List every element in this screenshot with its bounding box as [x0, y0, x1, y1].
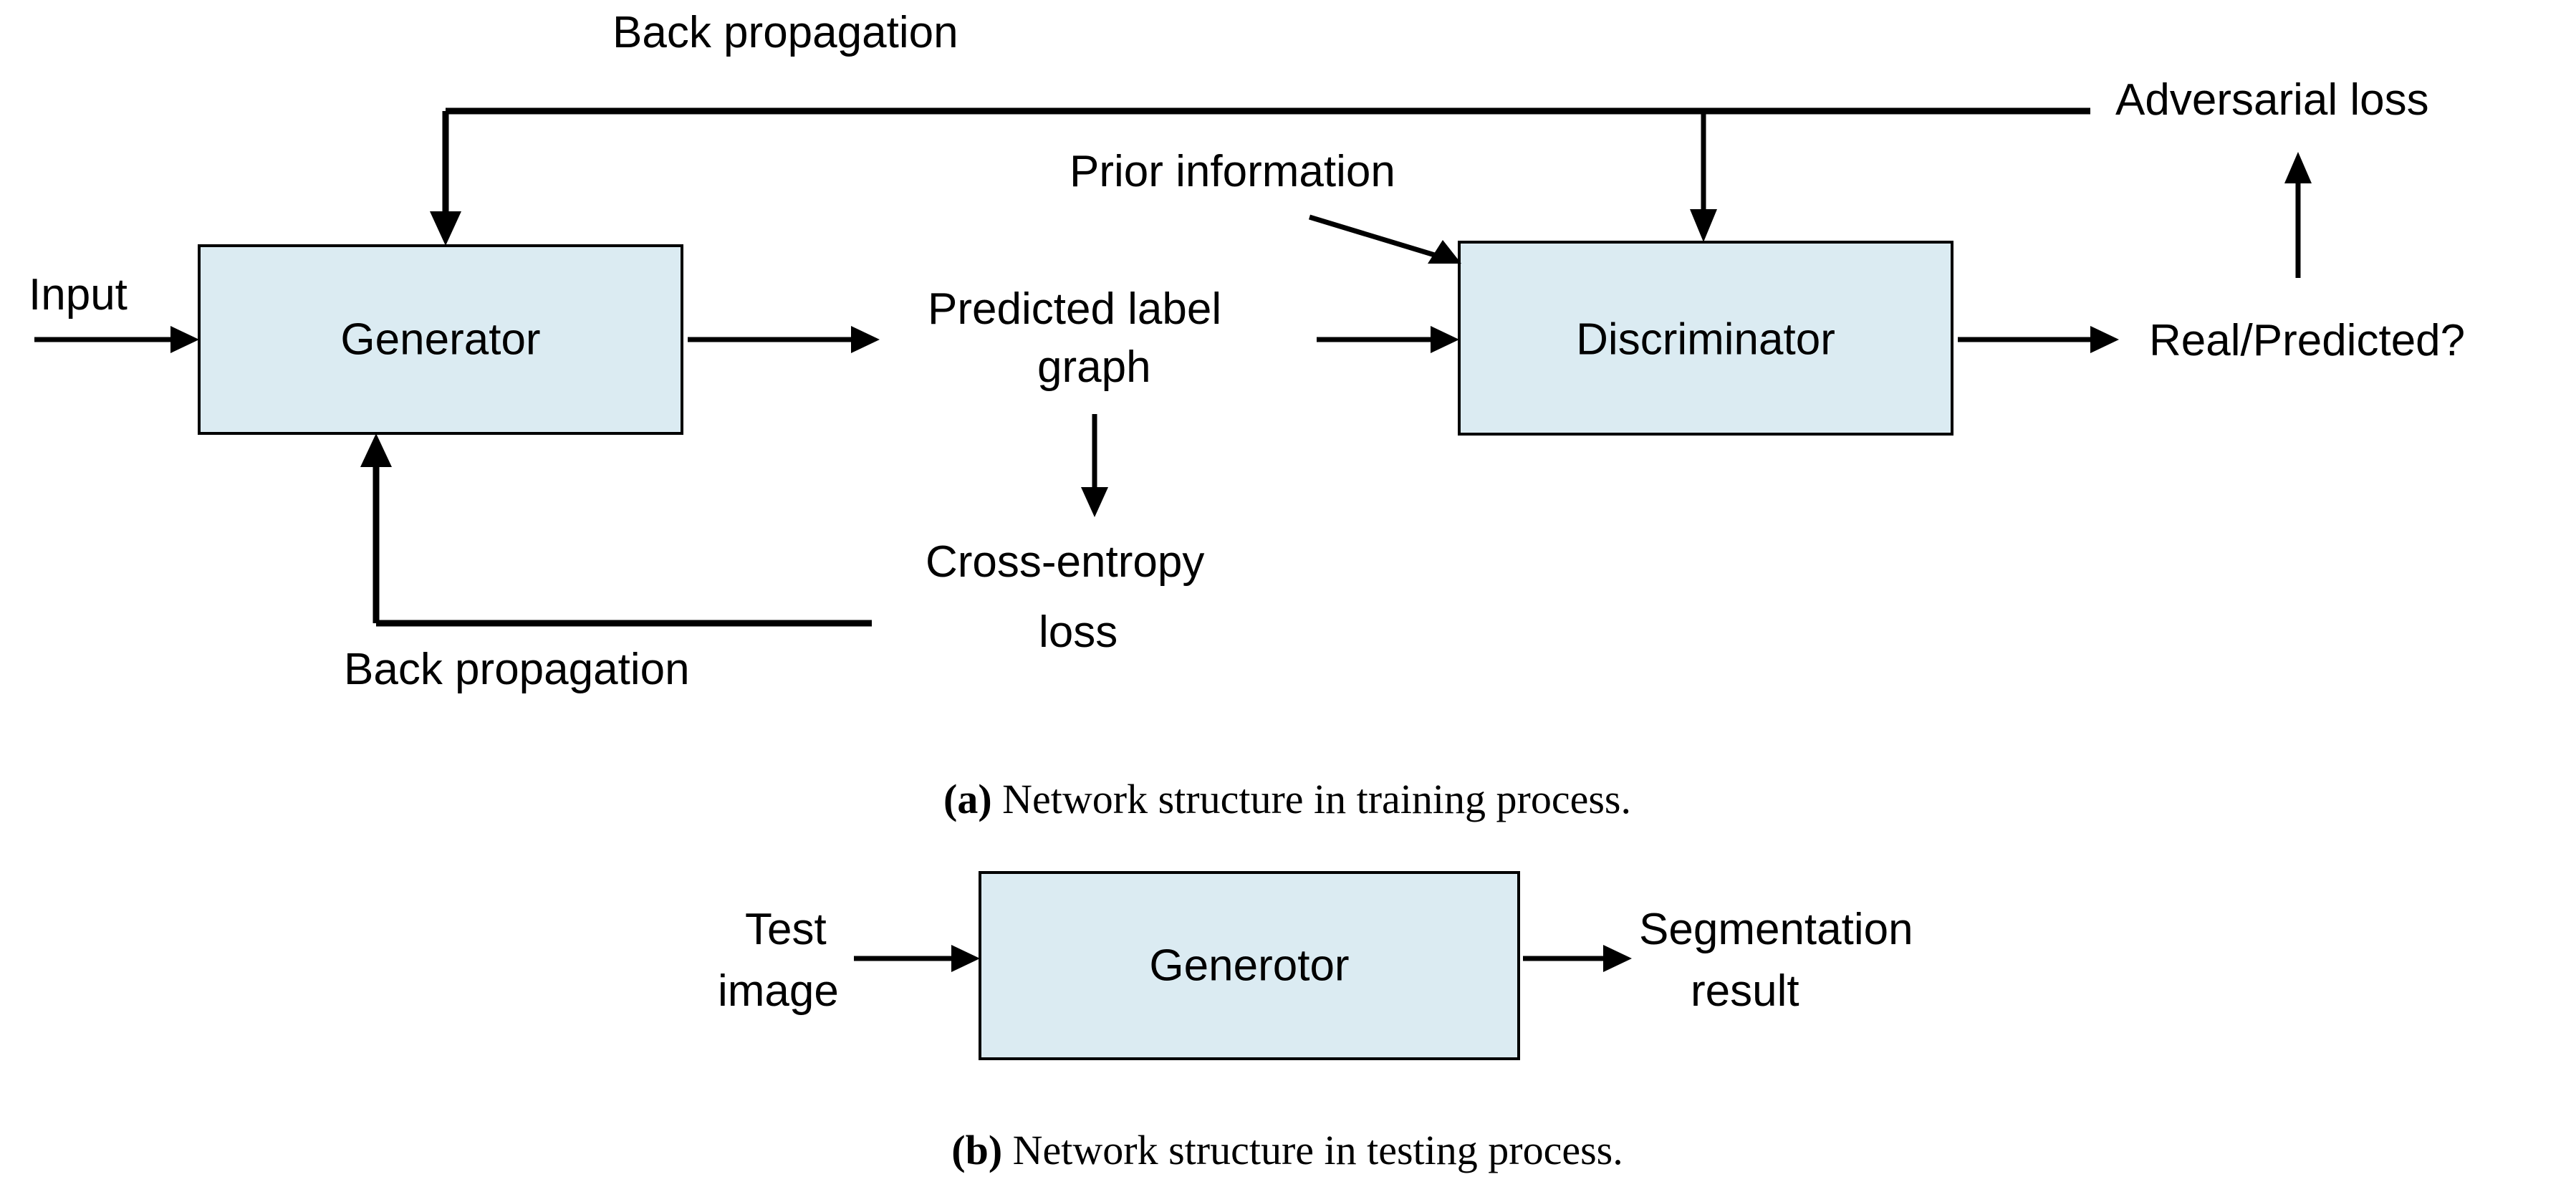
input-label: Input	[29, 270, 128, 319]
cross-entropy-line-1: Cross-entropy	[926, 537, 1204, 587]
discriminator-box	[1458, 241, 1953, 436]
generotor-node: Generotor	[979, 871, 1520, 1060]
back-propagation-top-label: Back propagation	[612, 8, 958, 57]
back-propagation-bottom-path	[360, 433, 872, 627]
generator-to-predicted-label-arrow	[688, 326, 880, 353]
prior-information-arrow	[1308, 214, 1461, 264]
adversarial-loss-label: Adversarial loss	[2115, 75, 2429, 125]
test-image-line-2: image	[718, 966, 839, 1016]
prior-information-label: Prior information	[1070, 147, 1395, 196]
predicted-label-line-1: Predicted label	[928, 284, 1221, 334]
cross-entropy-line-2: loss	[1039, 607, 1118, 657]
cross-entropy-loss-text: Cross-entropy loss	[926, 537, 1204, 657]
caption-b: (b) Network structure in testing process…	[951, 1127, 1623, 1173]
predicted-label-to-discriminator-arrow	[1317, 326, 1459, 353]
discriminator-node: Discriminator	[1458, 241, 1953, 436]
test-image-line-1: Test	[745, 905, 827, 954]
test-image-text: Test image	[718, 905, 839, 1016]
generotor-to-segmentation-arrow	[1523, 945, 1632, 972]
input-to-generator-arrow	[34, 326, 199, 353]
predicted-label-line-2: graph	[1037, 342, 1151, 392]
generotor-box	[979, 871, 1520, 1060]
generator-box	[198, 244, 683, 435]
segmentation-result-line-2: result	[1691, 966, 1799, 1016]
predicted-label-graph-text: Predicted label graph	[928, 284, 1221, 392]
generator-node: Generator	[198, 244, 683, 435]
caption-a-tag: (a)	[943, 776, 992, 822]
caption-a: (a) Network structure in training proces…	[943, 776, 1631, 822]
generator-label: Generator	[340, 314, 540, 364]
caption-b-text: Network structure in testing process.	[1002, 1127, 1623, 1173]
back-propagation-bottom-label: Back propagation	[344, 645, 690, 694]
adversarial-loss-arrow	[2284, 152, 2312, 278]
segmentation-result-text: Segmentation result	[1639, 905, 1913, 1016]
real-predicted-label: Real/Predicted?	[2149, 316, 2465, 365]
generotor-label: Generotor	[1149, 941, 1349, 990]
caption-a-text: Network structure in training process.	[992, 776, 1631, 822]
discriminator-label: Discriminator	[1576, 314, 1835, 364]
test-image-to-generotor-arrow	[854, 945, 980, 972]
caption-b-tag: (b)	[951, 1127, 1002, 1173]
predicted-label-to-cross-entropy-arrow	[1081, 414, 1108, 517]
segmentation-result-line-1: Segmentation	[1639, 905, 1913, 954]
discriminator-to-result-arrow	[1958, 326, 2119, 353]
back-propagation-to-discriminator-path	[1690, 111, 1717, 242]
back-propagation-top-path	[430, 107, 2090, 246]
